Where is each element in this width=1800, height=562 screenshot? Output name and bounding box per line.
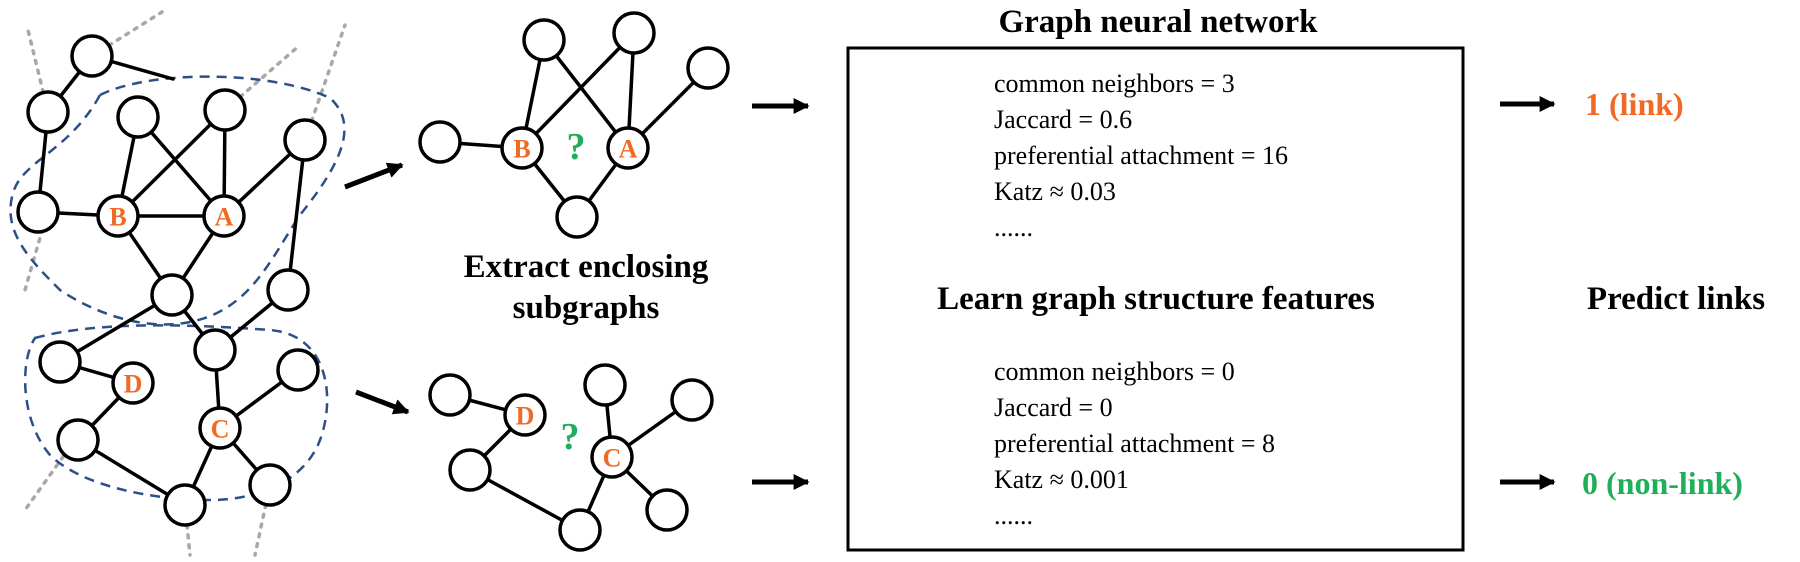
enclosing-region-ab bbox=[9, 75, 346, 326]
graph-node bbox=[16, 190, 60, 234]
node-d bbox=[111, 361, 155, 405]
question-mark-cd: ? bbox=[561, 416, 580, 458]
graph-node bbox=[150, 273, 194, 317]
subgraph-ab: B A ? bbox=[418, 11, 730, 239]
feature-line: preferential attachment = 8 bbox=[994, 429, 1275, 458]
node-c bbox=[198, 406, 242, 450]
feature-line: common neighbors = 0 bbox=[994, 357, 1235, 386]
subgraph-node-c-label: C bbox=[603, 444, 622, 473]
graph-node bbox=[38, 340, 82, 384]
graph-node bbox=[193, 328, 237, 372]
extract-arrow-top bbox=[344, 162, 404, 190]
enclosing-region-cd bbox=[23, 324, 329, 502]
graph-node bbox=[163, 483, 207, 527]
features-bottom: common neighbors = 0 Jaccard = 0 prefere… bbox=[994, 357, 1275, 530]
graph-node bbox=[266, 268, 310, 312]
node-a bbox=[202, 194, 246, 238]
subgraph-cd: D C ? bbox=[428, 363, 714, 552]
graph-node bbox=[248, 463, 292, 507]
node-b bbox=[96, 194, 140, 238]
subgraph-node-b bbox=[500, 126, 544, 170]
node-c-label: C bbox=[211, 415, 230, 444]
features-top: common neighbors = 3 Jaccard = 0.6 prefe… bbox=[994, 69, 1288, 242]
subgraph-node-a-label: A bbox=[619, 135, 638, 164]
outside-edge bbox=[223, 43, 302, 112]
feature-line: Jaccard = 0.6 bbox=[994, 105, 1132, 134]
feature-line: Katz ≈ 0.001 bbox=[994, 465, 1129, 494]
node-a-label: A bbox=[215, 203, 234, 232]
question-mark-ab: ? bbox=[567, 126, 586, 168]
feature-line: common neighbors = 3 bbox=[994, 69, 1235, 98]
node-d-label: D bbox=[124, 370, 143, 399]
graph-node bbox=[203, 88, 247, 132]
subgraph-node-d bbox=[503, 393, 547, 437]
extract-title-line1: Extract enclosing bbox=[464, 249, 709, 285]
feature-line: Katz ≈ 0.03 bbox=[994, 177, 1116, 206]
gnn-title: Graph neural network bbox=[998, 4, 1318, 40]
feature-line: ...... bbox=[994, 501, 1033, 530]
gnn-box bbox=[846, 46, 1465, 552]
node-b-label: B bbox=[109, 203, 126, 232]
subgraph-node-d-label: D bbox=[516, 402, 535, 431]
graph-node bbox=[26, 90, 70, 134]
learn-title: Learn graph structure features bbox=[937, 281, 1375, 317]
graph-node bbox=[276, 348, 320, 392]
extract-title-line2: subgraphs bbox=[513, 290, 660, 326]
feature-line: preferential attachment = 16 bbox=[994, 141, 1288, 170]
feature-line: Jaccard = 0 bbox=[994, 393, 1113, 422]
extract-arrow-bottom bbox=[355, 389, 410, 415]
subgraph-node-b-label: B bbox=[513, 135, 530, 164]
subgraph-node-c bbox=[590, 435, 634, 479]
subgraph-node-a bbox=[606, 126, 650, 170]
graph-node bbox=[116, 95, 160, 139]
predict-title: Predict links bbox=[1587, 281, 1765, 317]
feature-line: ...... bbox=[994, 213, 1033, 242]
output-link: 1 (link) bbox=[1585, 86, 1684, 122]
graph-node bbox=[70, 34, 114, 78]
graph-node bbox=[56, 418, 100, 462]
output-nonlink: 0 (non-link) bbox=[1582, 465, 1743, 501]
full-graph: B A D C bbox=[9, 10, 347, 557]
graph-node bbox=[283, 118, 327, 162]
